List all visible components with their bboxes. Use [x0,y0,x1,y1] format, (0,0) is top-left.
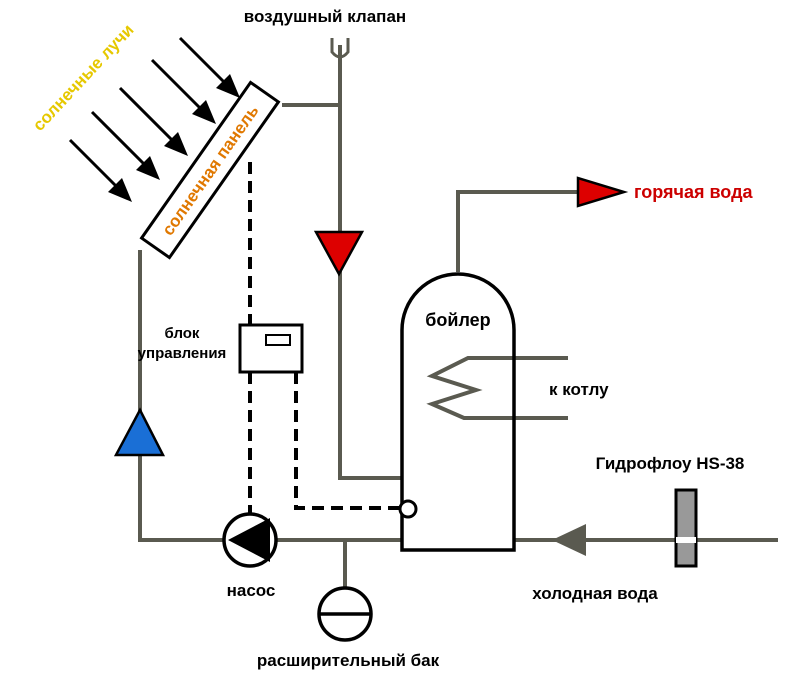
air-valve-label: воздушный клапан [244,7,406,26]
control-signal-line [294,372,400,510]
solar-panel: солнечная панель [139,80,281,260]
control-unit-label-1: блок [165,325,200,342]
cold-water-label: холодная вода [532,584,658,603]
cold-water-arrow-icon [552,524,586,556]
pump-label: насос [227,581,276,600]
hydroflow-label: Гидрофлоу HS-38 [596,454,745,473]
boiler-tank [400,272,516,552]
air-valve-icon [330,38,350,59]
sun-ray-arrow [118,86,188,156]
pipe-heater-coil [426,356,568,420]
pipe-valve-to-boiler [338,45,402,480]
control-unit [238,323,304,374]
expansion-tank-label: расширительный бак [257,651,440,670]
sun-ray-arrows [68,36,240,202]
hot-water-label: горячая вода [634,182,753,202]
hot-flow-arrow-icon [313,230,365,277]
sun-ray-arrow [178,36,240,98]
cold-flow-arrow-icon [113,407,166,457]
control-unit-label-2: управления [138,345,227,362]
pipe-return-loop [138,250,402,542]
boiler-label: бойлер [425,310,490,330]
expansion-tank-icon [317,586,373,642]
pipe-hot-water-out [456,190,578,272]
sun-rays-label: солнечные лучи [29,20,137,134]
temperature-sensor [398,499,418,519]
sun-ray-arrow [150,58,216,124]
sun-ray-arrow [90,110,160,180]
solar-panel-label: солнечная панель [158,102,262,239]
hydroflow-device [674,488,698,568]
heater-coil-label: к котлу [549,380,609,399]
sun-ray-arrow [68,138,132,202]
hot-water-arrow-icon [576,176,629,208]
pump-icon [222,512,278,568]
